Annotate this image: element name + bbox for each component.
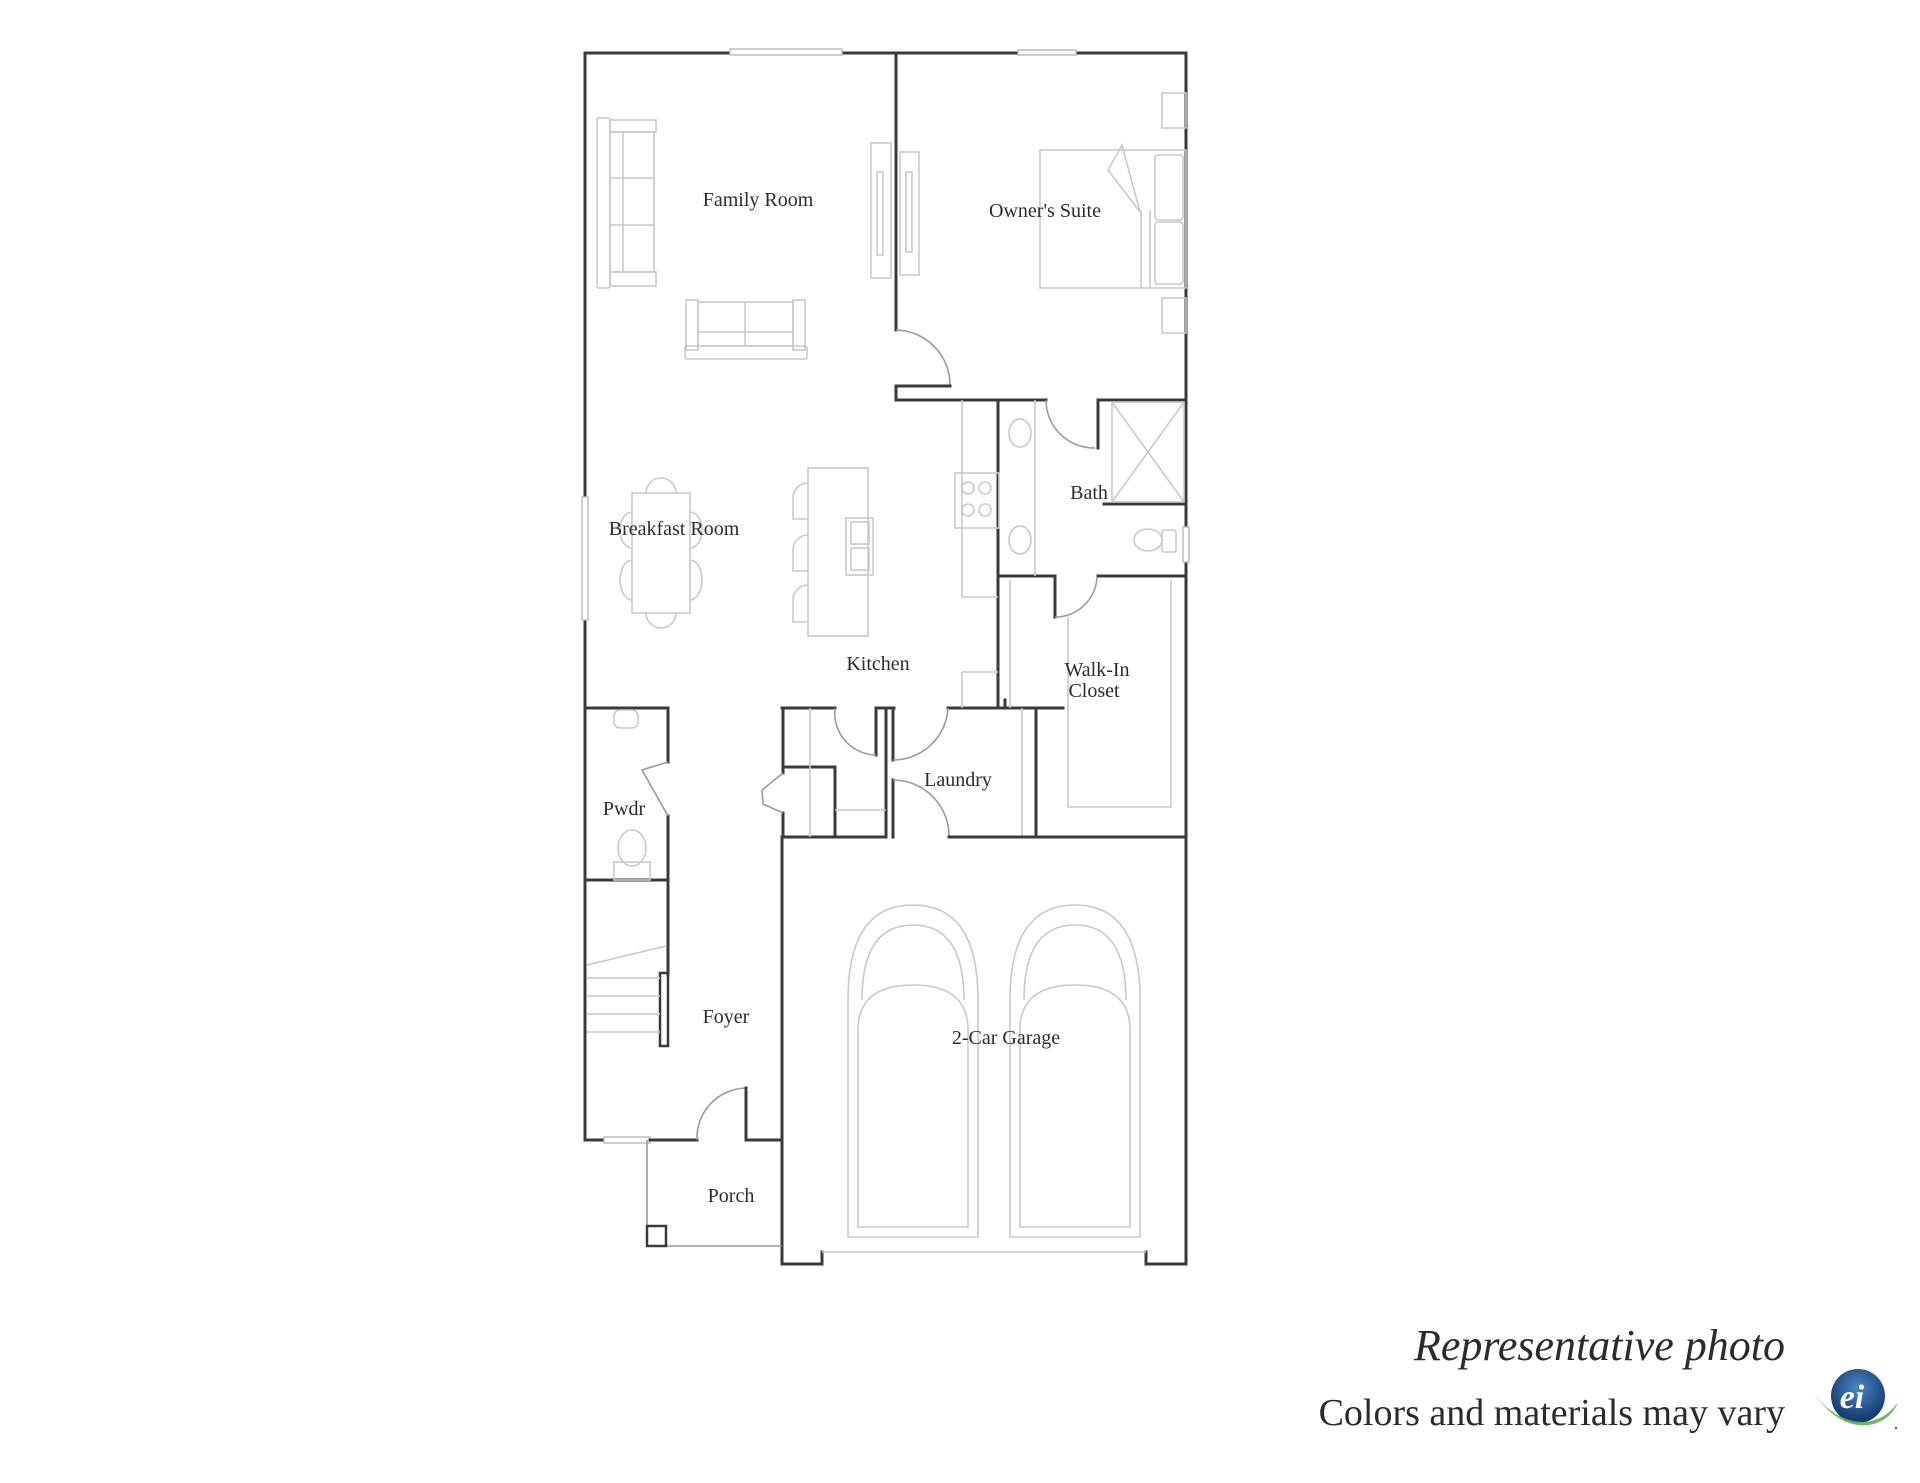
room-label-pwdr: Pwdr — [603, 798, 646, 820]
room-label-walk-in-closet-2: Closet — [1068, 680, 1120, 702]
room-label-breakfast-room: Breakfast Room — [609, 518, 740, 540]
kitchen-island — [792, 467, 874, 637]
room-label-kitchen: Kitchen — [846, 653, 909, 675]
room-label-porch: Porch — [708, 1185, 755, 1207]
interior-walls — [583, 51, 1188, 1266]
kitchen-counter — [954, 400, 1000, 708]
room-label-family-room: Family Room — [703, 189, 814, 211]
laundry-fixtures — [809, 708, 886, 837]
pwdr-fixtures — [613, 709, 651, 881]
family-room-furniture — [596, 117, 920, 360]
breakfast-table — [619, 477, 703, 629]
bath-fixtures — [1008, 400, 1185, 576]
room-label-bath: Bath — [1070, 482, 1108, 504]
closet-shelving — [1009, 580, 1172, 808]
disclaimer-note: Colors and materials may vary — [1318, 1392, 1785, 1434]
svg-text:ei: ei — [1840, 1379, 1865, 1416]
disclaimer-title: Representative photo — [1413, 1321, 1785, 1370]
ei-logo-icon: ei — [1814, 1369, 1898, 1430]
room-label-owners-suite: Owner's Suite — [989, 200, 1101, 222]
room-label-foyer: Foyer — [703, 1006, 750, 1028]
room-label-walk-in-closet: Walk-In — [1064, 659, 1129, 681]
staircase — [586, 945, 667, 1033]
owners-suite-furniture — [1039, 92, 1187, 334]
room-label-laundry: Laundry — [924, 769, 992, 791]
garage-cars — [847, 904, 1141, 1238]
exterior-walls — [581, 48, 1190, 1266]
room-label-garage: 2-Car Garage — [952, 1027, 1060, 1049]
porch-area — [645, 1140, 782, 1248]
